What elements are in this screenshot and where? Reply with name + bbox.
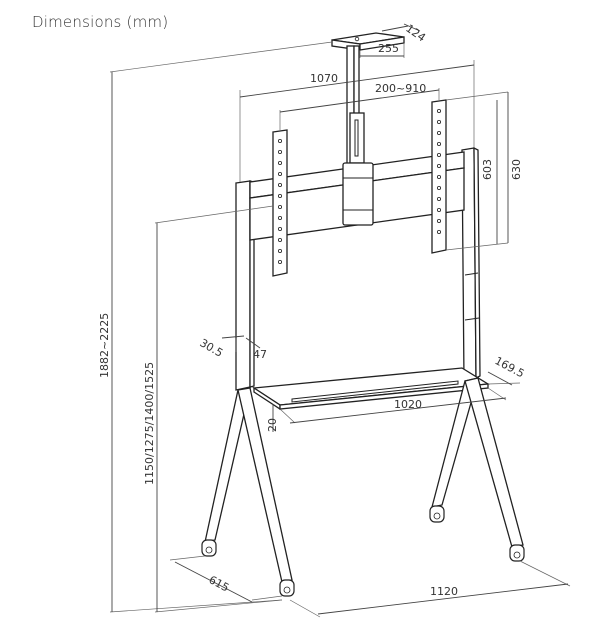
label-ceiling-plate-width: 255 [378,42,399,55]
label-upright-depth: 30.5 [198,336,226,360]
diagram-title: Dimensions (mm) [32,13,169,31]
vesa-arm-right [431,99,447,254]
label-upright-width: 47 [253,348,267,361]
wheels [201,505,525,597]
vesa-arm-left [272,129,288,277]
label-shelf-thickness: 20 [266,418,279,432]
label-shelf-depth: 169.5 [493,354,527,380]
center-bracket [342,162,374,226]
legs [204,377,524,583]
label-vesa-horizontal: 200~910 [375,82,426,95]
right-upright [461,146,481,382]
label-base-width: 1120 [430,585,458,598]
label-shelf-width: 1020 [394,398,422,411]
dimension-lines [109,23,571,618]
ceiling-pole [346,45,365,165]
label-mount-height: 1150/1275/1400/1525 [143,362,156,485]
label-overall-width: 1070 [310,72,338,85]
label-base-depth: 615 [207,573,232,594]
label-vesa-vertical-inner: 603 [481,159,494,180]
label-vesa-vertical-outer: 630 [510,159,523,180]
shelf [252,367,490,411]
label-overall-height: 1882~2225 [98,313,111,378]
